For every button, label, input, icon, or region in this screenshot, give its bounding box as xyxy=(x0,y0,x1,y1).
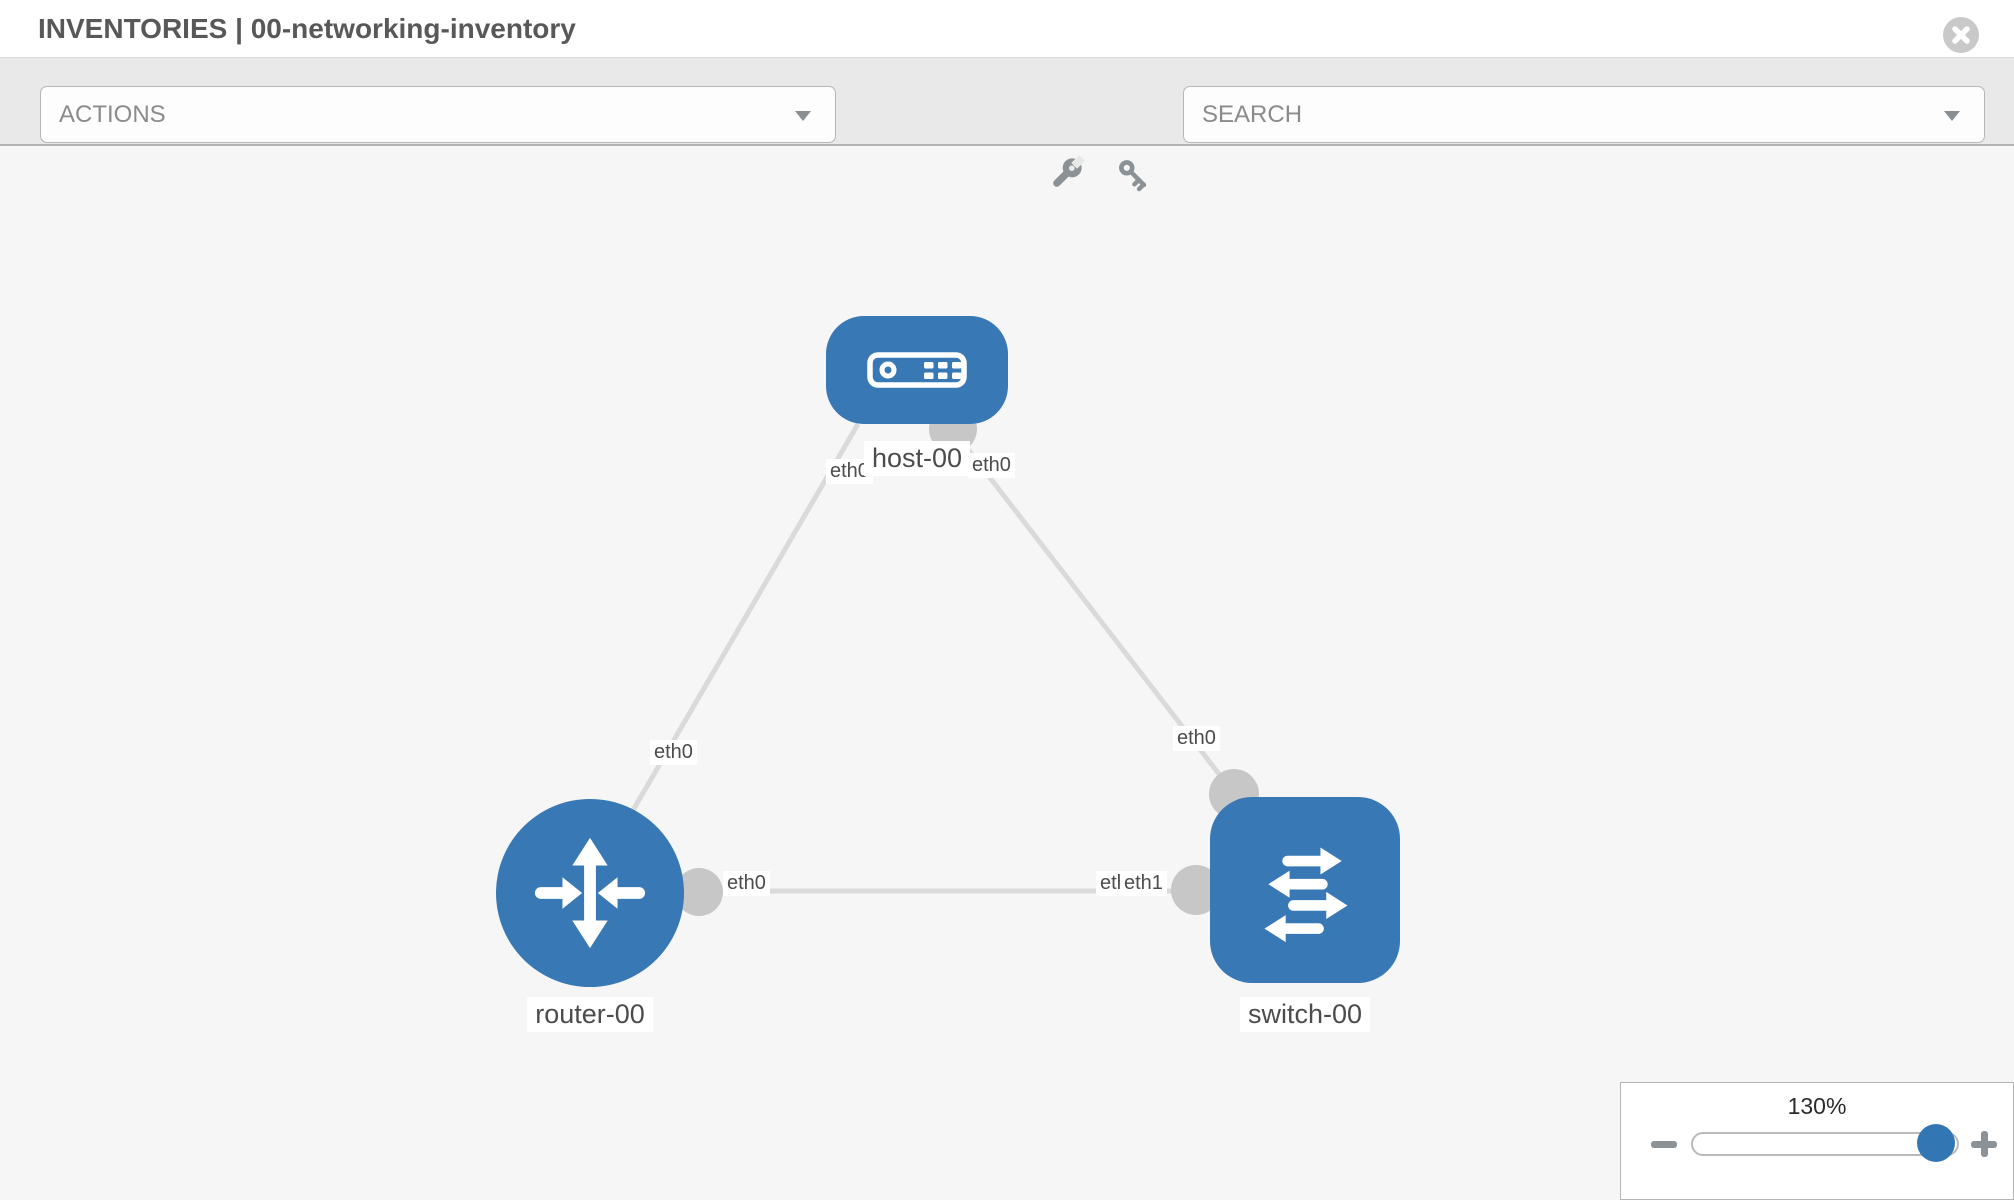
node-label-host: host-00 xyxy=(863,441,971,476)
search-dropdown[interactable]: SEARCH xyxy=(1183,86,1985,143)
interface-label: eth0 xyxy=(723,871,770,896)
zoom-level-value: 130% xyxy=(1787,1093,1847,1119)
close-icon[interactable] xyxy=(1943,17,1979,53)
search-placeholder: SEARCH xyxy=(1202,101,1303,128)
interface-label-over: eth1 xyxy=(1120,871,1167,896)
key-icon[interactable] xyxy=(1116,157,1152,198)
router-icon xyxy=(534,837,646,949)
host-icon xyxy=(867,352,967,388)
window-header: INVENTORIES | 00-networking-inventory xyxy=(0,0,2014,57)
actions-dropdown[interactable]: ACTIONS xyxy=(40,86,836,143)
actions-dropdown-label: ACTIONS xyxy=(59,101,166,128)
zoom-slider-track[interactable] xyxy=(1691,1124,1959,1162)
node-host-00[interactable] xyxy=(826,316,1008,424)
zoom-slider-thumb[interactable] xyxy=(1917,1124,1955,1162)
node-switch-00[interactable] xyxy=(1210,797,1400,983)
zoom-in-plus-icon[interactable] xyxy=(1971,1131,1997,1157)
node-router-00[interactable] xyxy=(496,799,684,987)
interface-label: eth0 xyxy=(1173,726,1220,751)
zoom-control-panel: 130% xyxy=(1620,1082,2014,1200)
interface-label: eth0 xyxy=(826,459,873,484)
interface-label: eth0 xyxy=(650,740,697,765)
topology-canvas[interactable]: eth0 eth0 eth0 eth0 eth0 eth0 eth1 host-… xyxy=(0,146,2014,1200)
wrench-icon[interactable] xyxy=(1047,154,1086,198)
topology-edges xyxy=(629,422,1240,894)
caret-down-icon xyxy=(1944,111,1960,121)
toolbar: ACTIONS xyxy=(0,57,2014,192)
caret-down-icon xyxy=(795,111,811,121)
page-title: INVENTORIES | 00-networking-inventory xyxy=(38,13,576,44)
switch-icon xyxy=(1264,847,1348,943)
node-label-switch: switch-00 xyxy=(1239,997,1371,1032)
node-label-router: router-00 xyxy=(527,997,653,1032)
interface-label: eth0 xyxy=(968,453,1015,478)
zoom-out-minus-icon[interactable] xyxy=(1651,1141,1677,1148)
